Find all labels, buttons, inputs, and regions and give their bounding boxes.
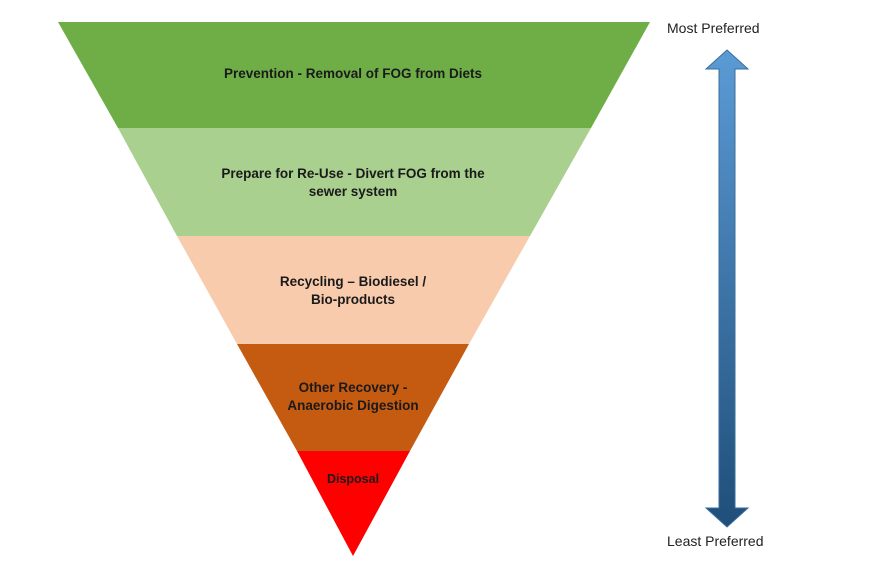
tier-reuse — [118, 128, 591, 236]
most-preferred-label: Most Preferred — [667, 20, 760, 36]
tier-other-recovery-text-line2: Anaerobic Digestion — [287, 398, 419, 413]
tier-label-disposal: Disposal — [303, 468, 403, 490]
tier-recycling-text-line1: Recycling – Biodiesel / — [279, 274, 427, 289]
tier-prevention-text: Prevention - Removal of FOG from Diets — [223, 66, 483, 81]
tier-disposal — [297, 451, 410, 556]
tier-reuse-text-line1: Prepare for Re-Use - Divert FOG from the — [221, 166, 485, 181]
tier-recycling — [177, 236, 530, 344]
tier-label-prevention: Prevention - Removal of FOG from Diets — [140, 62, 566, 86]
preference-double-arrow-icon — [704, 49, 750, 528]
tier-label-other-recovery: Other Recovery - Anaerobic Digestion — [263, 376, 443, 418]
tier-reuse-text-line2: sewer system — [308, 184, 398, 199]
tier-recycling-text-line2: Bio-products — [311, 292, 395, 307]
tier-prevention — [58, 22, 650, 128]
tier-other-recovery — [237, 344, 469, 451]
tier-label-recycling: Recycling – Biodiesel / Bio-products — [223, 270, 483, 312]
tier-label-reuse: Prepare for Re-Use - Divert FOG from the… — [170, 162, 536, 204]
tier-disposal-text: Disposal — [326, 472, 380, 486]
tier-other-recovery-text-line1: Other Recovery - — [298, 380, 408, 395]
least-preferred-label: Least Preferred — [667, 533, 764, 549]
